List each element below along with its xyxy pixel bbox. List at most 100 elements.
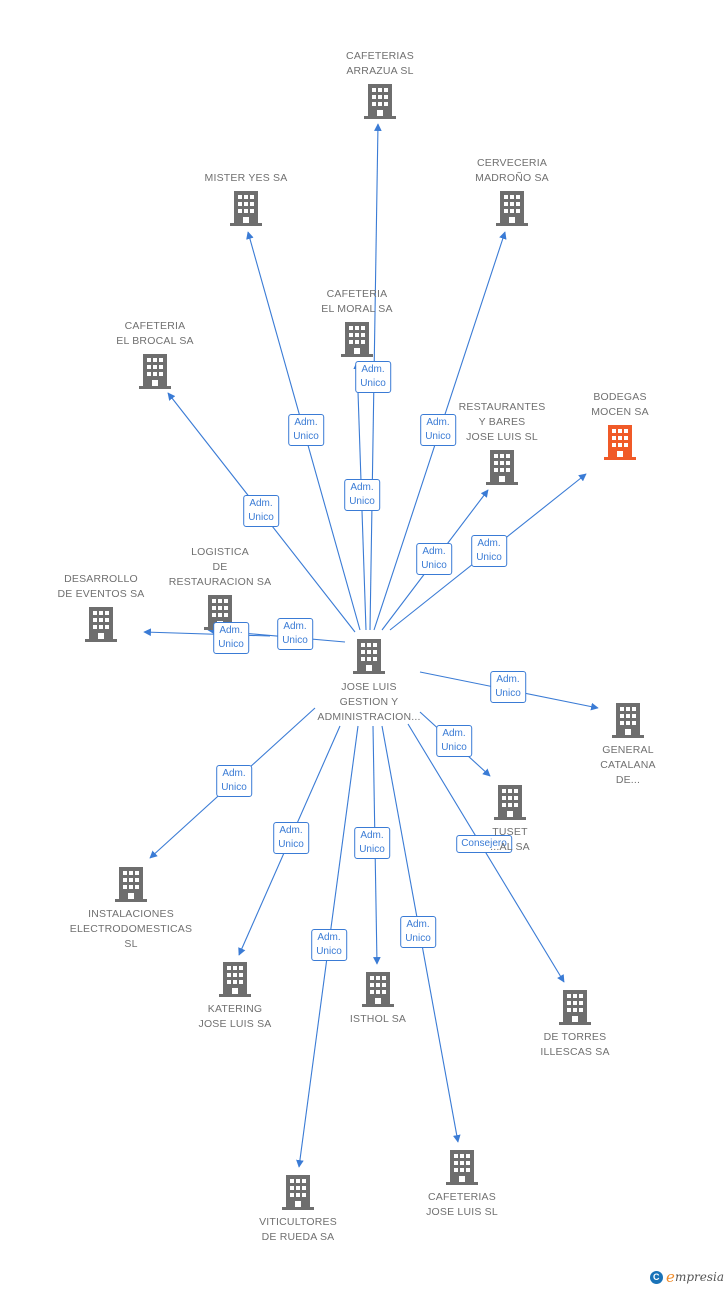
building-icon[interactable] — [282, 1175, 314, 1210]
node-label-line: DE... — [615, 774, 641, 786]
copyright-icon: C — [649, 1270, 663, 1284]
building-icon[interactable] — [496, 191, 528, 226]
edge-label-text: Unico — [425, 431, 451, 442]
node-label-line: EL BROCAL SA — [116, 335, 194, 347]
edge-label-text: Adm. — [283, 621, 307, 632]
brand-logo: C empresia — [649, 1268, 724, 1286]
edge-label-text: Unico — [359, 844, 385, 855]
edge-label-general[interactable]: Adm. Unico — [490, 671, 526, 703]
node-label-line: Y BARES — [478, 416, 526, 428]
edge-line-detorres — [407, 723, 565, 983]
node-label-line: CAFETERIAS — [428, 1191, 496, 1203]
node-label-line: ...AL SA — [490, 841, 530, 853]
node-label-line: GESTION Y — [339, 696, 399, 708]
building-icon[interactable] — [486, 450, 518, 485]
node-label-line: CAFETERIAS — [346, 50, 414, 62]
node-label-isthol[interactable]: ISTHOL SA — [350, 1012, 406, 1027]
node-label-misteryes[interactable]: MISTER YES SA — [205, 171, 288, 186]
node-label-general[interactable]: GENERAL CATALANA DE... — [600, 743, 655, 788]
edge-label-text: Unico — [441, 742, 467, 753]
building-icon[interactable] — [604, 425, 636, 460]
edge-label-text: Adm. — [422, 546, 446, 557]
node-label-line: VITICULTORES — [259, 1216, 337, 1228]
node-label-tuset[interactable]: TUSET...AL SA — [490, 825, 530, 855]
node-label-line: MISTER YES SA — [204, 172, 288, 184]
building-icon[interactable] — [559, 990, 591, 1025]
node-label-line: CAFETERIA — [326, 288, 388, 300]
edge-label-text: Adm. — [219, 625, 243, 636]
edge-label-katering[interactable]: Adm.Unico — [273, 822, 309, 854]
building-icon[interactable] — [494, 785, 526, 820]
edge-label-text: Adm. — [477, 538, 501, 549]
edge-label-cafeteriasjl[interactable]: Adm.Unico — [400, 916, 436, 948]
node-label-line: MOCEN SA — [591, 406, 649, 418]
edge-label-text: Adm. — [350, 482, 374, 493]
edge-label-logistica[interactable]: Adm.Unico — [277, 618, 313, 650]
building-icon[interactable] — [219, 962, 251, 997]
building-icon[interactable] — [341, 322, 373, 357]
building-icon[interactable] — [115, 867, 147, 902]
edge-label-text: Unico — [495, 688, 521, 699]
edge-label-elbrocal[interactable]: Adm.Unico — [243, 495, 279, 527]
node-label-line: RESTAURANTES — [458, 401, 546, 413]
edge-label-text: Unico — [349, 496, 375, 507]
edge-label-text: Adm. — [426, 417, 450, 428]
edge-label-elmoral[interactable]: Adm. Unico — [344, 479, 380, 511]
edge-label-text: Adm. — [442, 728, 466, 739]
building-icon[interactable] — [353, 639, 385, 674]
edge-label-instalaciones[interactable]: Adm.Unico — [216, 765, 252, 797]
building-icon[interactable] — [364, 84, 396, 119]
edge-label-viticultores[interactable]: Adm.Unico — [311, 929, 347, 961]
edge-label-text: Unico — [476, 552, 502, 563]
edge-label-bodegas[interactable]: Adm. Unico — [471, 535, 507, 567]
node-label-line: CATALANA — [600, 759, 656, 771]
node-label-line: RESTAURACION SA — [168, 576, 272, 588]
building-icon[interactable] — [230, 191, 262, 226]
edge-label-detorres[interactable]: Consejero — [456, 835, 512, 853]
node-label-line: DE EVENTOS SA — [57, 588, 145, 600]
node-label-line: JOSE LUIS — [341, 681, 397, 693]
edge-label-text: Unico — [278, 839, 304, 850]
edge-label-text: Adm. — [249, 498, 273, 509]
node-label-line: ARRAZUA SL — [346, 65, 414, 77]
edge-label-isthol[interactable]: Adm.Unico — [354, 827, 390, 859]
edge-label-text: Adm. — [361, 364, 385, 375]
edge-label-text: Adm. — [496, 674, 520, 685]
node-label-line: GENERAL — [602, 744, 654, 756]
node-label-line: ISTHOL SA — [349, 1013, 407, 1025]
node-label-cafeteriasjl[interactable]: CAFETERIAS JOSE LUIS SL — [426, 1190, 498, 1220]
node-label-line: DE TORRES — [543, 1031, 607, 1043]
edge-label-text: Unico — [405, 933, 431, 944]
edge-label-arrazua[interactable]: Adm.Unico — [355, 361, 391, 393]
edge-label-restaurantes[interactable]: Adm. Unico — [416, 543, 452, 575]
edge-label-text: Unico — [316, 946, 342, 957]
edge-label-desarrollo[interactable]: Adm.Unico — [213, 622, 249, 654]
edge-label-madrono[interactable]: Adm. Unico — [420, 414, 456, 446]
building-icon[interactable] — [446, 1150, 478, 1185]
edge-label-misteryes[interactable]: Adm.Unico — [288, 414, 324, 446]
edge-label-tuset[interactable]: Adm. Unico — [436, 725, 472, 757]
building-icon[interactable] — [85, 607, 117, 642]
node-label-line: ELECTRODOMESTICAS — [69, 923, 193, 935]
node-label-line: JOSE LUIS SA — [198, 1018, 272, 1030]
node-label-line: JOSE LUIS SL — [426, 1206, 498, 1218]
building-icon[interactable] — [612, 703, 644, 738]
node-label-line: INSTALACIONES — [88, 908, 174, 920]
node-label-arrazua[interactable]: CAFETERIAS ARRAZUA SL — [346, 49, 414, 79]
building-icon[interactable] — [362, 972, 394, 1007]
edge-label-text: Unico — [421, 560, 447, 571]
building-icon[interactable] — [139, 354, 171, 389]
